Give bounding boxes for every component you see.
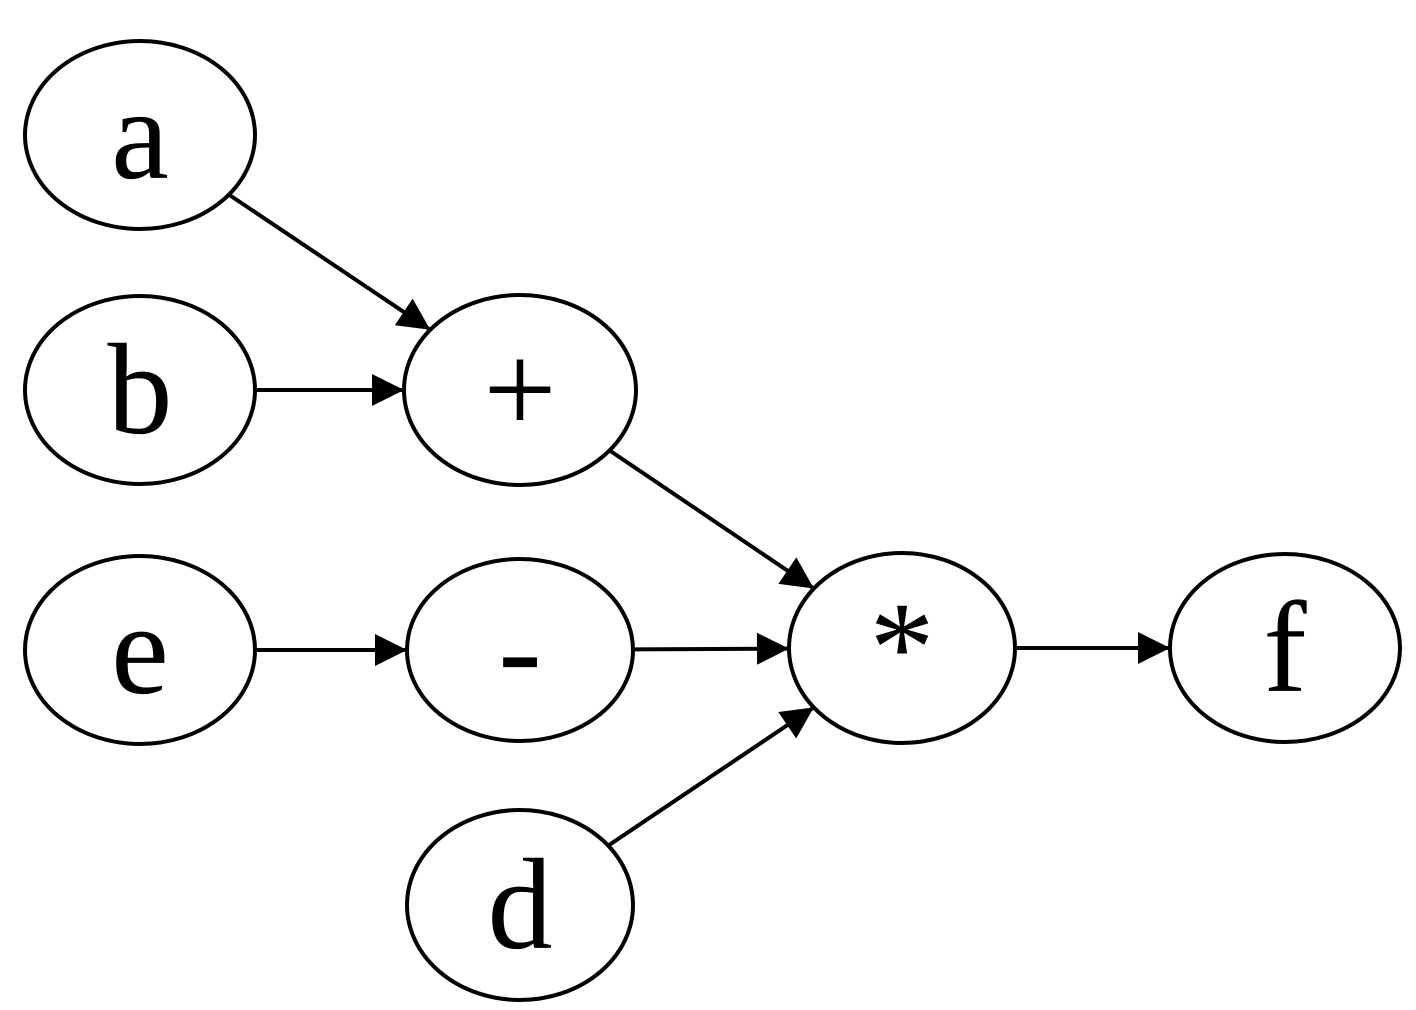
node-minus-label: - (498, 578, 541, 722)
node-plus-label: + (483, 318, 556, 462)
node-d: d (405, 808, 635, 1002)
node-a: a (23, 39, 257, 231)
edge-plus-to-star (608, 448, 816, 591)
node-plus: + (402, 293, 638, 487)
node-b-label: b (108, 318, 173, 462)
node-star: * (787, 551, 1017, 745)
node-d-ellipse (405, 808, 635, 1002)
node-minus-ellipse (405, 557, 635, 743)
node-plus-ellipse (402, 293, 638, 487)
node-a-ellipse (23, 39, 257, 231)
node-e: e (23, 554, 257, 746)
node-b: b (23, 294, 257, 486)
node-f-ellipse (1168, 552, 1402, 744)
edge-minus-to-star (632, 632, 790, 665)
edge-a-to-plus (227, 192, 432, 332)
edge-d-to-star (607, 705, 815, 848)
node-e-label: e (111, 578, 169, 722)
node-a-label: a (111, 63, 169, 207)
node-minus: - (405, 557, 635, 743)
node-d-label: d (488, 833, 553, 977)
node-star-label: * (870, 576, 935, 720)
node-star-ellipse (787, 551, 1017, 745)
node-f-label: f (1263, 576, 1307, 720)
node-b-ellipse (23, 294, 257, 486)
node-f: f (1168, 552, 1402, 744)
node-e-ellipse (23, 554, 257, 746)
